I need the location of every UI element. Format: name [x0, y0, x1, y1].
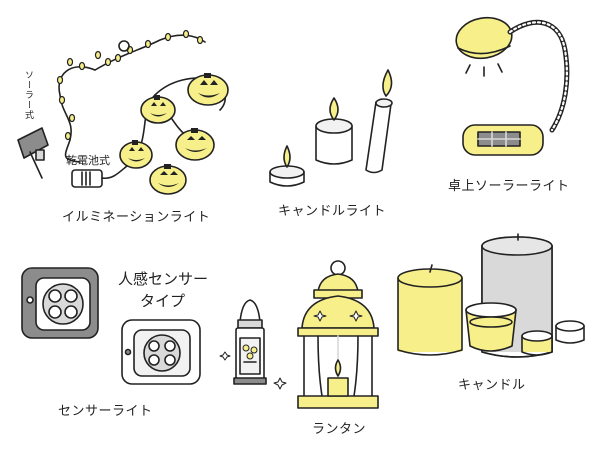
illumination-light-illustration [17, 29, 229, 195]
caption-sensor-light: センサーライト [58, 404, 153, 419]
caption-illumination-light: イルミネーションライト [62, 210, 211, 225]
caption-lantern: ランタン [312, 422, 367, 437]
pumpkin-faces [128, 80, 220, 187]
desk-solar-light-illustration [455, 16, 570, 156]
caption-desk-solar-light: 卓上ソーラーライト [448, 179, 570, 194]
sensor-light-illustration [21, 267, 201, 385]
candles-illustration [397, 233, 585, 358]
solar-type-note: ソーラー式 [23, 70, 33, 120]
candle-light-illustration [269, 69, 393, 187]
pumpkin-lanterns [119, 74, 229, 195]
battery-type-note: 乾電池式 [66, 154, 110, 167]
sensor-type-note: 人感センサー タイプ [118, 270, 209, 310]
string-bulbs [56, 29, 204, 141]
caption-candle-light: キャンドルライト [278, 204, 387, 219]
solar-panel [17, 127, 49, 179]
lantern-illustration [219, 260, 379, 409]
caption-candle: キャンドル [458, 378, 526, 393]
string-plug [118, 40, 130, 52]
